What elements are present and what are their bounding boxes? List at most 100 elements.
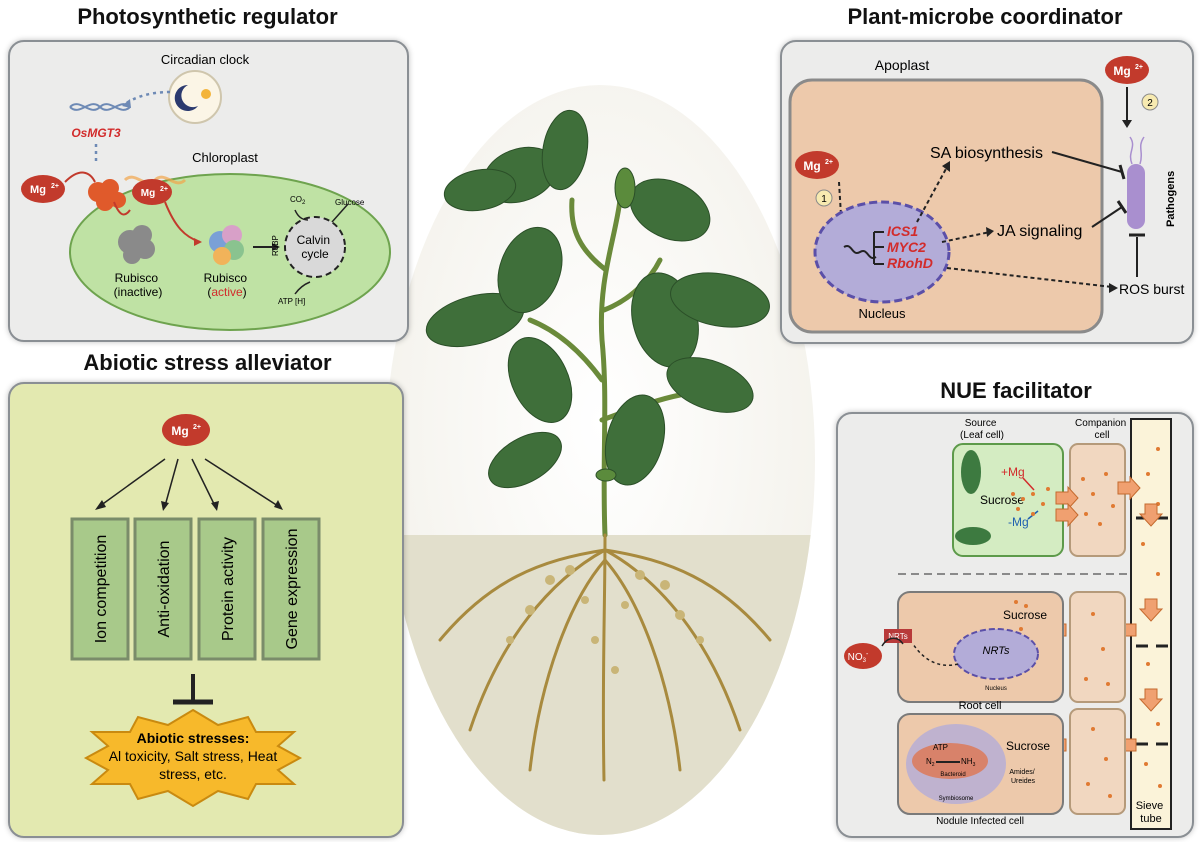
clock-to-gene-arrow [124,90,171,106]
root-nodules [506,565,704,674]
root-nucleus-label: Nucleus [985,686,1007,692]
n2-label: N2 [926,757,935,768]
circadian-label: Circadian clock [161,52,250,67]
nodule-cell-label: Nodule Infected cell [936,816,1024,827]
svg-text:2+: 2+ [1135,64,1143,71]
nucleus-label: Nucleus [859,306,906,321]
nrts-gene-label: NRTs [983,645,1010,657]
calvin-cycle [284,216,346,278]
svg-text:Mg: Mg [141,188,155,199]
atp-label: ATP [933,743,948,752]
panel-title-abiotic: Abiotic stress alleviator [83,350,332,375]
mg-ion-outer: Mg 2+ [21,175,65,203]
nue-panel: Source (Leaf cell) Companion cell Sieve … [836,412,1194,838]
chloroplast-label: Chloroplast [192,150,258,165]
bacteroid-label: Bacteroid [940,772,965,778]
abiotic-panel: Mg 2+ Ion competition Anti-oxidation Pro… [8,382,404,838]
symbiosome-label: Symbiosome [939,796,974,802]
effect-box-protein-activity [197,517,257,661]
sucrose-dots-top [1011,447,1160,576]
roots [438,533,772,782]
svg-text:2+: 2+ [193,424,201,431]
rubisco-inactive-icon [118,225,155,264]
sucrose-dots-bottom [1014,600,1162,798]
source-sucrose-label: Sucrose [980,493,1024,507]
apoplast-label: Apoplast [875,57,930,73]
step-2-label: 2 [1147,98,1153,109]
leaves [425,109,770,489]
gene-label: OsMGT3 [71,126,121,140]
effect-label-gene-expression: Gene expression [284,529,301,650]
root-cell-label: Root cell [959,700,1002,712]
svg-text:2+: 2+ [51,183,59,190]
step-1-label: 1 [821,194,827,205]
photosynthetic-panel: Circadian clock OsMGT3 Chloroplast Mg 2+… [8,40,409,342]
gene-myc2: MYC2 [887,239,926,255]
root-sucrose-label: Sucrose [1003,608,1047,622]
svg-text:Mg: Mg [30,184,46,196]
mg-ion-cell: Mg 2+ [795,151,839,179]
companion-label: Companion cell [1075,418,1129,441]
nodule-sucrose-label: Sucrose [1006,739,1050,753]
sieve-tube-label: Sieve tube [1136,800,1167,825]
sa-label: SA biosynthesis [930,145,1043,162]
clock-icon [168,70,222,124]
panel-title-photosynthetic: Photosynthetic regulator [77,4,338,29]
nh3-label: NH3 [961,757,976,768]
co2-label: CO2 [290,195,306,206]
effect-label-protein-activity: Protein activity [220,537,237,641]
root-nucleus [953,628,1039,680]
rubp-label: RuBP [271,235,280,256]
svg-text:Mg: Mg [171,424,188,438]
companion-cell-mid [1069,591,1126,703]
ros-label: ROS burst [1119,281,1184,297]
gene-rbohd: RbohD [887,255,933,271]
effect-box-gene-expression [261,517,321,661]
dna-icon [69,103,131,111]
effect-box-ion-competition [70,517,130,661]
rubisco-active-icon [209,225,244,265]
companion-cell-bottom [1069,708,1126,815]
stress-line-2: stress, etc. [159,766,227,782]
svg-text:2+: 2+ [160,186,168,193]
mg-ion-abiotic: Mg 2+ [162,414,210,446]
nucleus [813,200,951,304]
nrts-transporter-label: NRTs [888,632,907,641]
plant-microbe-panel: Apoplast Mg 2+ 2 Mg 2+ 1 Nucleus ICS1 MY… [780,40,1194,344]
panel-title-nue: NUE facilitator [940,378,1092,403]
companion-cell-top [1069,443,1126,557]
minus-mg-label: -Mg [1008,515,1029,529]
effect-label-ion-competition: Ion competition [93,535,110,644]
svg-text:Mg: Mg [1113,64,1130,78]
nrts-transporter [884,629,912,643]
pathogens-label: Pathogens [1165,171,1177,227]
source-label: Source (Leaf cell) [960,418,1004,441]
effect-label-anti-oxidation: Anti-oxidation [156,541,173,638]
svg-text:2+: 2+ [825,159,833,166]
plant-illustration [385,85,815,835]
plus-mg-label: +Mg [1001,465,1025,479]
stress-starburst [83,708,303,808]
ja-label: JA signaling [997,223,1082,240]
sieve-tube [1130,418,1172,830]
mgt-transporter [88,179,126,211]
mg-ion-inner: Mg 2+ [123,175,187,205]
stress-title: Abiotic stresses: [137,730,250,746]
soil [385,535,815,835]
stress-line-1: Al toxicity, Salt stress, Heat [109,748,278,764]
effect-box-anti-oxidation [133,517,193,661]
rubisco-inactive-label: Rubisco (inactive) [114,271,163,299]
gene-ics1: ICS1 [887,223,918,239]
rubisco-active-label: Rubisco (active) [204,271,251,299]
calvin-label: Calvin cycle [297,233,334,261]
svg-text:NO3-: NO3- [848,651,869,664]
svg-text:Mg: Mg [803,159,820,173]
glucose-label: Glucose [335,198,365,207]
pathogen-icon [1127,164,1145,229]
amides-label: Amides/ Ureides [1009,769,1036,785]
plant-cell [788,78,1104,334]
atp-label: ATP [H] [278,297,305,306]
mg-to-effects-arrows [99,458,279,507]
no3-ion: NO3- [844,643,882,669]
mg-ion-apoplast: Mg 2+ [1105,56,1149,84]
